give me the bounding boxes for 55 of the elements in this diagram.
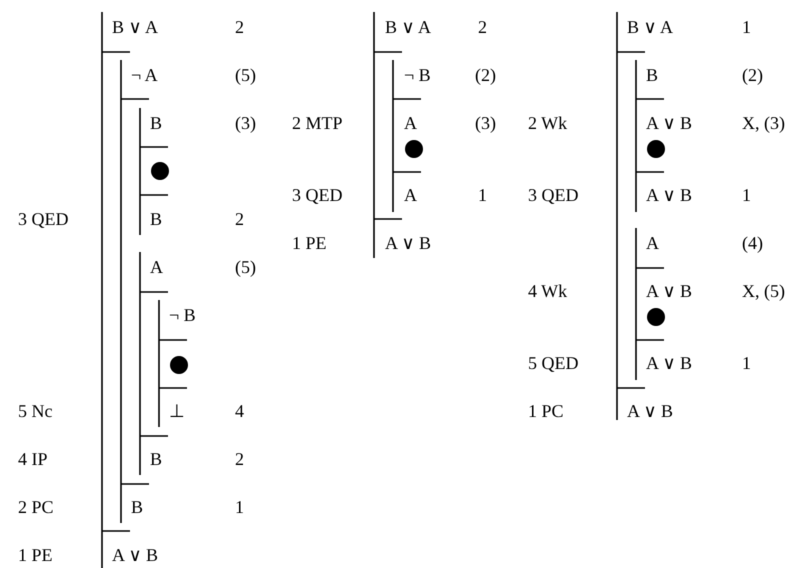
formula-text: B ∨ A (112, 16, 158, 38)
formula-text: ¬ B (404, 64, 431, 86)
formula-text: B (131, 496, 144, 518)
formula-text: A (404, 112, 417, 134)
formula-text: B (150, 448, 162, 470)
rule-label: 1 PE (18, 544, 53, 566)
formula-text: A ∨ B (646, 184, 692, 206)
justification-text: X, (5) (742, 280, 785, 302)
formula-text: A ∨ B (112, 544, 158, 566)
formula-text: A ∨ B (646, 352, 692, 374)
justification-text: (3) (475, 112, 496, 134)
rule-label: 2 PC (18, 496, 54, 518)
rule-label: 2 MTP (292, 112, 343, 134)
formula-text: B (150, 208, 162, 230)
justification-text: 1 (235, 496, 244, 518)
rule-label: 2 Wk (528, 112, 568, 134)
formula-text: B ∨ A (627, 16, 674, 38)
formula-text: A ∨ B (646, 280, 692, 302)
justification-text: 1 (742, 352, 751, 374)
justification-text: 4 (235, 400, 244, 422)
justification-text: 1 (742, 184, 751, 206)
rule-label: 3 QED (292, 184, 342, 206)
formula-text: A ∨ B (627, 400, 674, 422)
rule-label: 5 QED (528, 352, 578, 374)
formula-text: A (150, 256, 163, 278)
formula-text: B ∨ A (385, 16, 432, 38)
formula-text: B (150, 112, 162, 134)
formula-text: A ∨ B (646, 112, 692, 134)
formula-text: ¬ B (169, 304, 196, 326)
rule-label: 1 PE (292, 232, 327, 254)
rule-label: 4 IP (18, 448, 48, 470)
justification-text: 2 (478, 16, 487, 38)
rule-label: 3 QED (18, 208, 68, 230)
justification-text: 2 (235, 208, 244, 230)
rule-label: 4 Wk (528, 280, 568, 302)
justification-text: 1 (742, 16, 751, 38)
formula-text: ⊥ (169, 400, 185, 422)
justification-text: 2 (235, 16, 244, 38)
formula-text: B (646, 64, 658, 86)
rule-label: 5 Nc (18, 400, 52, 422)
justification-text: (2) (742, 64, 763, 86)
formula-text: ¬ A (131, 64, 158, 86)
justification-text: 2 (235, 448, 244, 470)
justification-text: (2) (475, 64, 496, 86)
formula-text: A (646, 232, 659, 254)
justification-text: X, (3) (742, 112, 785, 134)
rule-label: 3 QED (528, 184, 578, 206)
justification-text: (5) (235, 64, 256, 86)
justification-text: (4) (742, 232, 763, 254)
justification-text: (3) (235, 112, 256, 134)
rule-label: 1 PC (528, 400, 564, 422)
justification-text: 1 (478, 184, 487, 206)
justification-text: (5) (235, 256, 256, 278)
formula-text: A (404, 184, 417, 206)
formula-text: A ∨ B (385, 232, 432, 254)
